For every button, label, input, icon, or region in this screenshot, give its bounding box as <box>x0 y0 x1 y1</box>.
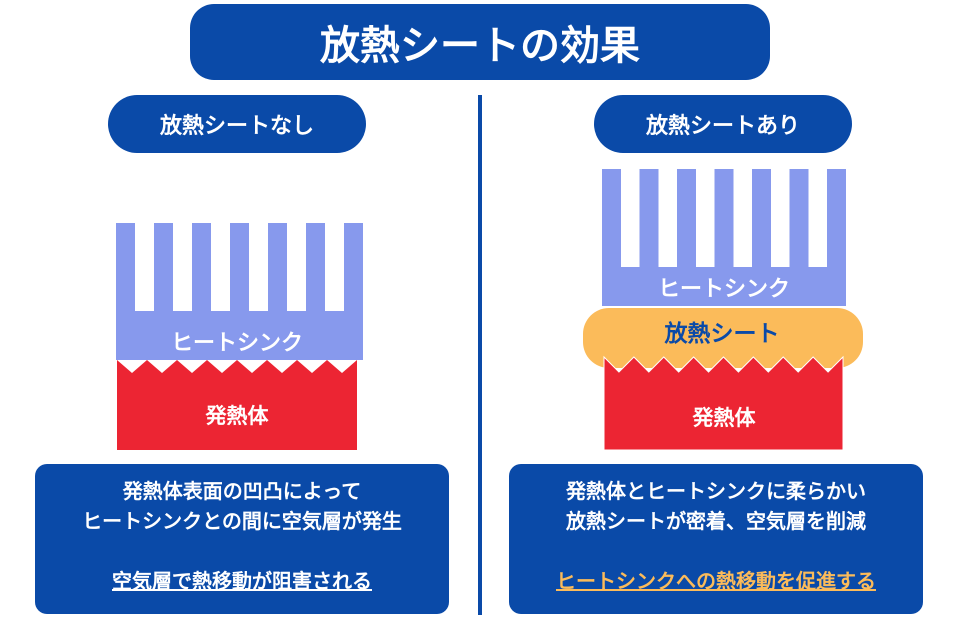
description-with-sheet: 発熱体とヒートシンクに柔らかい 放熱シートが密着、空気層を削減 ヒートシンクへの… <box>509 464 923 614</box>
heading-without-sheet: 放熱シートなし <box>108 95 366 153</box>
description-line: 発熱体とヒートシンクに柔らかい <box>566 479 866 503</box>
left-heat-source-label: 発熱体 <box>205 404 270 428</box>
description-without-sheet: 発熱体表面の凹凸によって ヒートシンクとの間に空気層が発生 空気層で熱移動が阻害… <box>35 464 449 614</box>
description-line: 発熱体表面の凹凸によって <box>122 479 362 503</box>
description-line: ヒートシンクとの間に空気層が発生 <box>82 509 402 533</box>
right-heatsink-label: ヒートシンク <box>658 277 790 302</box>
left-heatsink-label: ヒートシンク <box>171 331 303 356</box>
right-heatsink: ヒートシンク <box>602 169 846 306</box>
page-title: 放熱シートの効果 <box>190 4 770 80</box>
thermal-sheet-label: 放熱シート <box>664 320 780 347</box>
left-heatsink: ヒートシンク <box>116 223 363 360</box>
heading-with-sheet: 放熱シートあり <box>594 95 852 153</box>
description-line: 放熱シートが密着、空気層を削減 <box>566 509 866 533</box>
thermal-sheet: 放熱シート <box>583 308 863 368</box>
divider <box>478 95 482 615</box>
emphasis-text: 空気層で熱移動が阻害される <box>112 569 372 593</box>
right-heat-source: 発熱体 <box>603 355 844 451</box>
left-heat-source: 発熱体 <box>117 360 357 450</box>
right-heat-source-label: 発熱体 <box>692 406 757 430</box>
emphasis-text: ヒートシンクへの熱移動を促進する <box>556 569 876 593</box>
